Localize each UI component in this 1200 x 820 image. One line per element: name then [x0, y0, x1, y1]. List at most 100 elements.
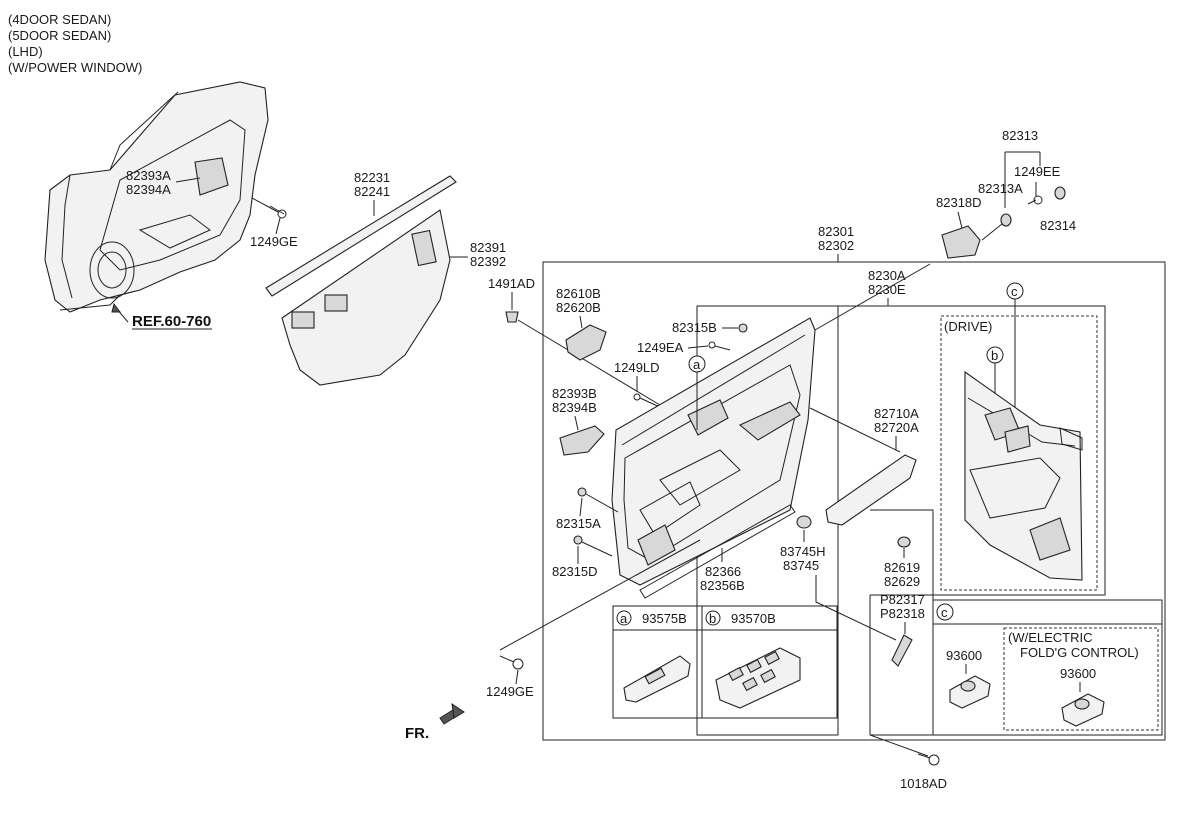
- label-82610B: 82610B: [556, 286, 601, 301]
- label-1249LD: 1249LD: [614, 360, 660, 375]
- seal-hole-2: [291, 311, 315, 329]
- label-82392: 82392: [470, 254, 506, 269]
- label-8230A: 8230A: [868, 268, 906, 283]
- ref-arrow-head: [111, 302, 121, 313]
- screw-1249EA: [708, 341, 731, 351]
- cap-82619: [897, 536, 911, 548]
- label-82318D: 82318D: [936, 195, 982, 210]
- switch-93570B-btn-5: [760, 668, 776, 684]
- electric-label-2: FOLD'G CONTROL): [1020, 645, 1139, 660]
- label-82393B: 82393B: [552, 386, 597, 401]
- clip-82315D: [573, 535, 583, 545]
- leader-clip-82315D: [581, 541, 613, 557]
- callout-c-box: [936, 603, 954, 621]
- label-1491AD: 1491AD: [488, 276, 535, 291]
- bracket-82318D: [941, 225, 981, 259]
- clip-P82317: [891, 634, 913, 667]
- label-1249GE-top: 1249GE: [250, 234, 298, 249]
- nut-82314: [1054, 186, 1066, 200]
- seal-hole-3: [324, 294, 348, 312]
- clip-82315A: [577, 487, 587, 497]
- label-82394B: 82394B: [552, 400, 597, 415]
- seal-hole-1: [411, 229, 437, 267]
- callout-b-table-text: b: [709, 611, 716, 626]
- label-P82318: P82318: [880, 606, 925, 621]
- drive-panel: [940, 315, 1098, 591]
- label-82301: 82301: [818, 224, 854, 239]
- label-82313A: 82313A: [978, 181, 1023, 196]
- screw-1018AD: [917, 753, 940, 766]
- label-P82317: P82317: [880, 592, 925, 607]
- switch-93600-a-knob: [960, 680, 976, 692]
- leader-82393A: [175, 177, 201, 183]
- label-82241: 82241: [354, 184, 390, 199]
- electric-fold-subpanel: [1003, 627, 1159, 731]
- leader-83745: [815, 575, 897, 641]
- label-93575B: 93575B: [642, 611, 687, 626]
- leader-1249GE-bottom-label: [515, 669, 519, 685]
- label-83745H: 83745H: [780, 544, 826, 559]
- label-1249EE: 1249EE: [1014, 164, 1061, 179]
- switch-93570B: [715, 647, 801, 709]
- note-4door-sedan: (4DOOR SEDAN): [8, 12, 111, 27]
- callout-a-main-text: a: [693, 357, 701, 372]
- switch-93570B-btn-1: [728, 666, 744, 682]
- callout-c-box-text: c: [941, 605, 948, 620]
- switch-93600-b: [1061, 693, 1105, 727]
- leader-82393B: [574, 415, 579, 431]
- drive-label: (DRIVE): [944, 319, 992, 334]
- leader-armrest-panel: [809, 407, 901, 453]
- weatherstrip-82231: [265, 175, 457, 297]
- callout-a-table: [616, 610, 632, 626]
- switch-93570B-btn-3: [764, 650, 780, 666]
- switch-93600-b-knob: [1074, 698, 1090, 710]
- switch-93575B-button: [644, 667, 666, 685]
- door-shell-illustration: [44, 81, 269, 313]
- door-trim-panel-8230A: [611, 317, 816, 599]
- note-power-window: (W/POWER WINDOW): [8, 60, 142, 75]
- callout-c-drive-text: c: [1011, 284, 1018, 299]
- leader-82318D-nut: [981, 223, 1003, 241]
- screw-1249GE-bottom: [499, 655, 524, 670]
- label-1249EA: 1249EA: [637, 340, 684, 355]
- label-1249GE-bottom: 1249GE: [486, 684, 534, 699]
- leader-8230A: [814, 263, 931, 331]
- electric-fold-box: [932, 599, 1163, 736]
- label-82619: 82619: [884, 560, 920, 575]
- label-82315B: 82315B: [672, 320, 717, 335]
- fr-label: FR.: [405, 725, 429, 742]
- leader-1249EA: [687, 345, 709, 349]
- label-82720A: 82720A: [874, 420, 919, 435]
- leader-1249GE-top: [275, 217, 281, 235]
- label-82629: 82629: [884, 574, 920, 589]
- switch-table: [612, 605, 838, 719]
- label-93600-a: 93600: [946, 648, 982, 663]
- clip-82315B: [738, 323, 748, 333]
- switch-93600-a: [949, 675, 991, 709]
- cap-83745H: [796, 515, 812, 529]
- clip-1491AD: [505, 311, 519, 323]
- leader-82315A: [579, 497, 583, 517]
- label-82394A: 82394A: [126, 182, 171, 197]
- label-82231: 82231: [354, 170, 390, 185]
- screw-1249EE: [1027, 195, 1043, 205]
- label-82315D: 82315D: [552, 564, 598, 579]
- label-83745: 83745: [783, 558, 819, 573]
- callout-b-table: [705, 610, 721, 626]
- note-5door-sedan: (5DOOR SEDAN): [8, 28, 111, 43]
- label-82710A: 82710A: [874, 406, 919, 421]
- label-1018AD: 1018AD: [900, 776, 947, 791]
- handle-82393B: [559, 425, 605, 456]
- label-93570B: 93570B: [731, 611, 776, 626]
- fr-arrow-head: [451, 702, 465, 719]
- label-93600-b: 93600: [1060, 666, 1096, 681]
- label-82366: 82366: [705, 564, 741, 579]
- nut-82313A: [1000, 213, 1012, 227]
- label-82391: 82391: [470, 240, 506, 255]
- leader-82318D: [957, 211, 963, 229]
- label-82302: 82302: [818, 238, 854, 253]
- label-82356B: 82356B: [700, 578, 745, 593]
- note-lhd: (LHD): [8, 44, 43, 59]
